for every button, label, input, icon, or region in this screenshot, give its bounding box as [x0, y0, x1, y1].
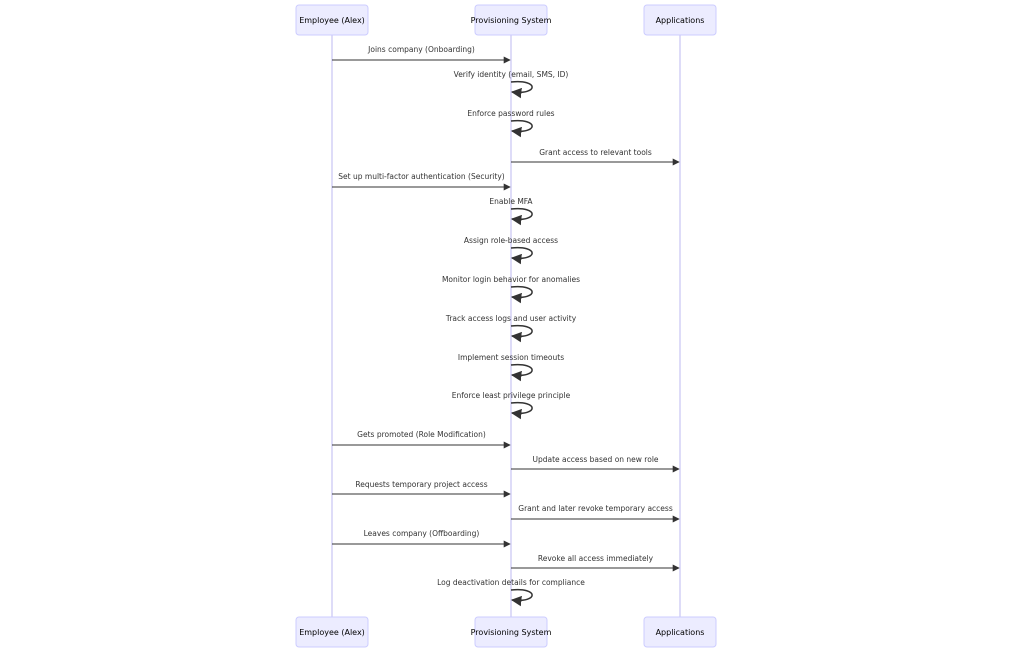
message-label: Revoke all access immediately — [538, 554, 654, 563]
message-13: Update access based on new role — [511, 455, 680, 473]
message-9: Track access logs and user activity — [445, 314, 577, 343]
participant-apps-top: Applications — [643, 4, 717, 36]
message-label: Implement session timeouts — [458, 353, 564, 362]
message-label: Verify identity (email, SMS, ID) — [454, 70, 569, 79]
message-5: Set up multi-factor authentication (Secu… — [332, 172, 511, 191]
self-message-arrow — [510, 324, 533, 343]
message-label: Monitor login behavior for anomalies — [442, 275, 580, 284]
message-label: Enable MFA — [489, 197, 533, 206]
message-14: Requests temporary project access — [332, 480, 511, 498]
participant-box — [474, 4, 548, 36]
participant-label: Applications — [656, 16, 705, 25]
participant-box — [643, 616, 717, 648]
message-label: Track access logs and user activity — [445, 314, 577, 323]
message-label: Grant access to relevant tools — [539, 148, 652, 157]
message-8: Monitor login behavior for anomalies — [442, 275, 580, 304]
message-4: Grant access to relevant tools — [511, 148, 680, 166]
participant-box — [295, 4, 369, 36]
participant-alex-top: Employee (Alex) — [295, 4, 369, 36]
self-message-arrow — [510, 401, 533, 420]
message-label: Log deactivation details for compliance — [437, 578, 585, 587]
participant-box — [295, 616, 369, 648]
participant-label: Employee (Alex) — [299, 628, 365, 637]
participant-box — [643, 4, 717, 36]
participant-ps-top: Provisioning System — [471, 4, 552, 36]
message-label: Requests temporary project access — [355, 480, 487, 489]
message-label: Grant and later revoke temporary access — [518, 504, 673, 513]
message-2: Verify identity (email, SMS, ID) — [454, 70, 569, 99]
participant-box — [474, 616, 548, 648]
message-label: Leaves company (Offboarding) — [364, 529, 480, 538]
message-label: Gets promoted (Role Modification) — [357, 430, 486, 439]
message-label: Joins company (Onboarding) — [367, 45, 475, 54]
message-label: Enforce password rules — [467, 109, 554, 118]
participant-label: Provisioning System — [471, 16, 552, 25]
self-message-arrow — [510, 207, 533, 226]
message-17: Revoke all access immediately — [511, 554, 680, 572]
self-message-arrow — [510, 588, 533, 607]
message-7: Assign role-based access — [464, 236, 558, 265]
message-15: Grant and later revoke temporary access — [511, 504, 680, 523]
participant-alex-bottom: Employee (Alex) — [295, 616, 369, 648]
participant-label: Applications — [656, 628, 705, 637]
message-label: Assign role-based access — [464, 236, 558, 245]
message-3: Enforce password rules — [467, 109, 555, 138]
participant-ps-bottom: Provisioning System — [471, 616, 552, 648]
self-message-arrow — [510, 363, 533, 382]
participant-label: Provisioning System — [471, 628, 552, 637]
message-16: Leaves company (Offboarding) — [332, 529, 511, 548]
participant-apps-bottom: Applications — [643, 616, 717, 648]
message-11: Enforce least privilege principle — [452, 391, 571, 420]
message-12: Gets promoted (Role Modification) — [332, 430, 511, 449]
self-message-arrow — [510, 246, 533, 265]
message-1: Joins company (Onboarding) — [332, 45, 511, 64]
participant-label: Employee (Alex) — [299, 16, 365, 25]
message-label: Set up multi-factor authentication (Secu… — [338, 172, 504, 181]
message-label: Update access based on new role — [532, 455, 658, 464]
message-6: Enable MFA — [489, 197, 533, 226]
self-message-arrow — [510, 285, 533, 304]
message-label: Enforce least privilege principle — [452, 391, 571, 400]
self-message-arrow — [510, 119, 533, 138]
message-10: Implement session timeouts — [458, 353, 564, 382]
self-message-arrow — [510, 80, 533, 99]
message-18: Log deactivation details for compliance — [437, 578, 585, 607]
